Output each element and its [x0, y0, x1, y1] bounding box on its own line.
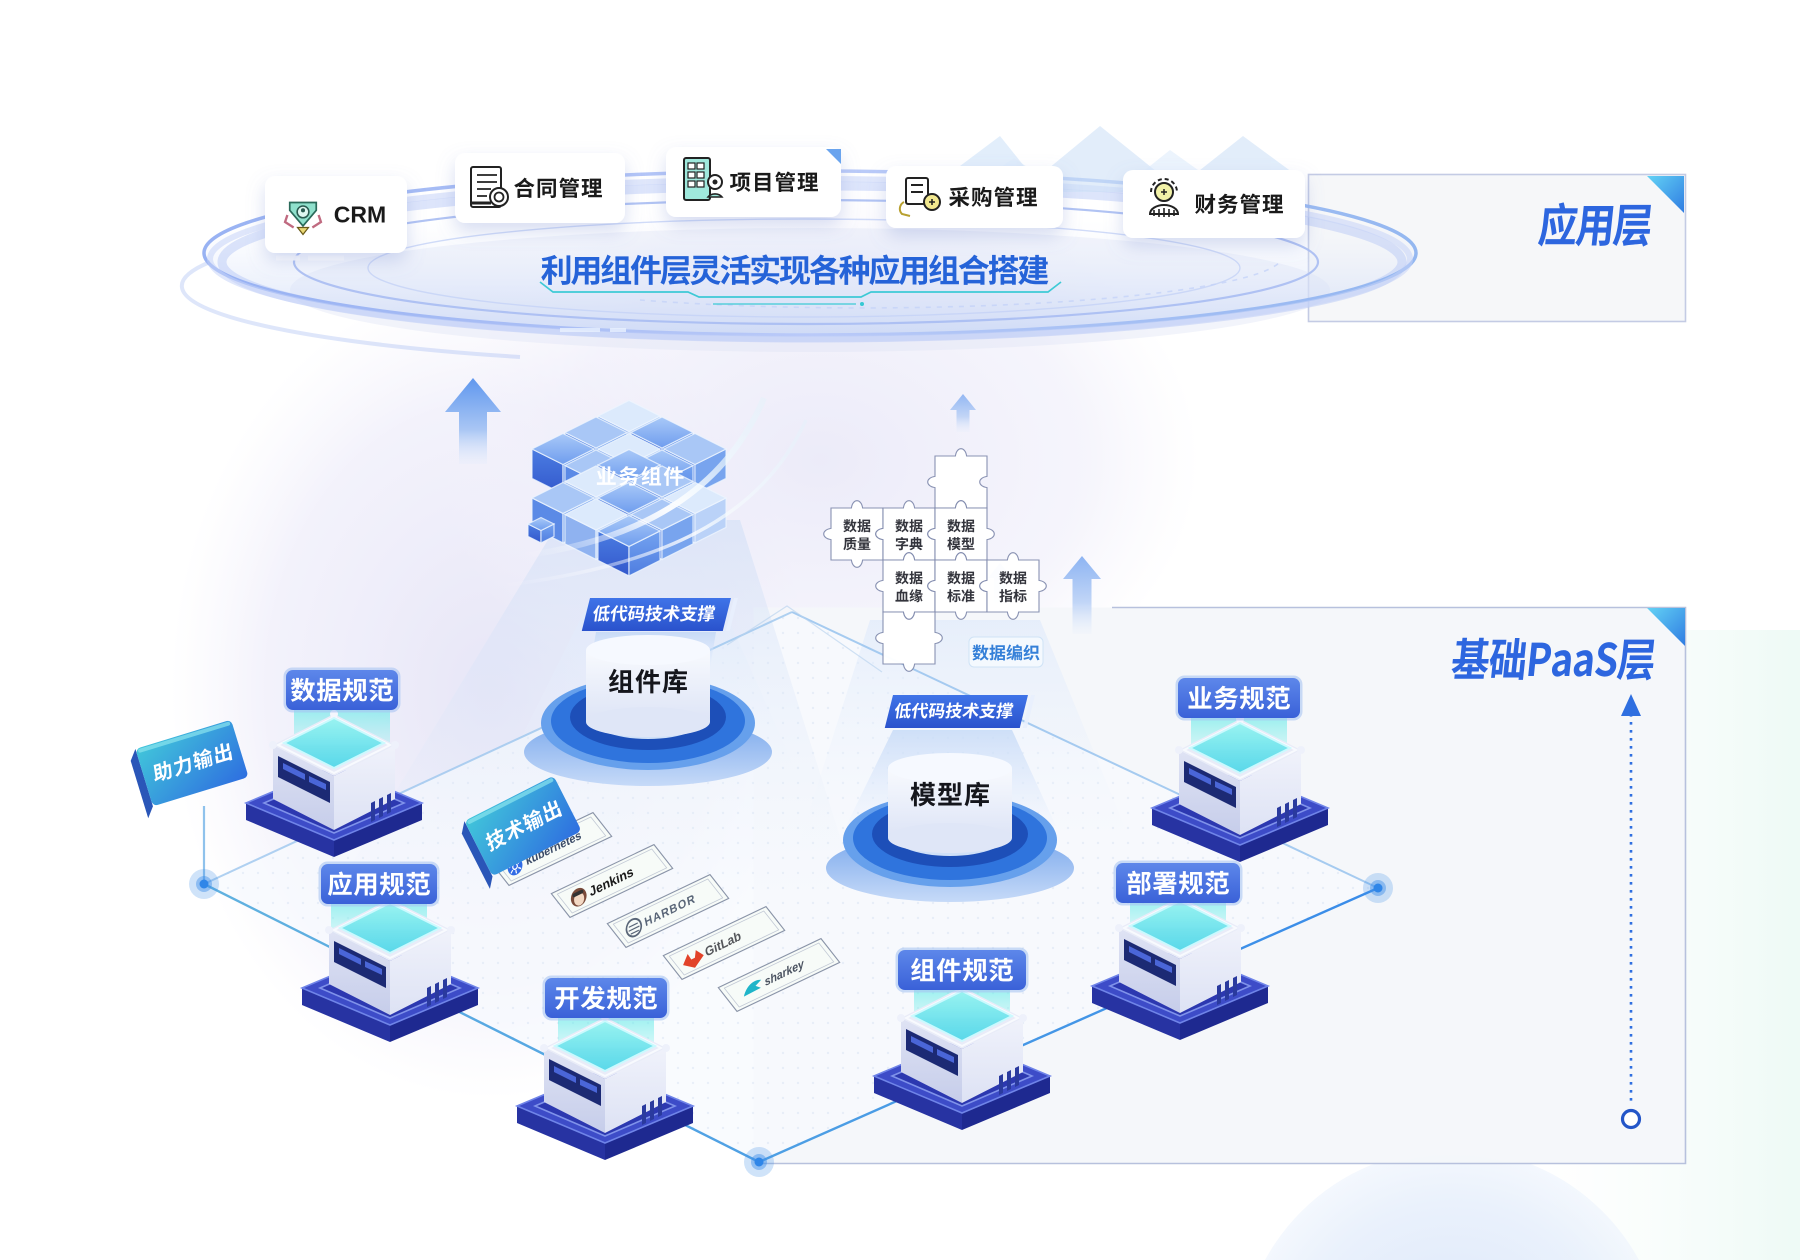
svg-text:CRM: CRM — [334, 202, 386, 228]
